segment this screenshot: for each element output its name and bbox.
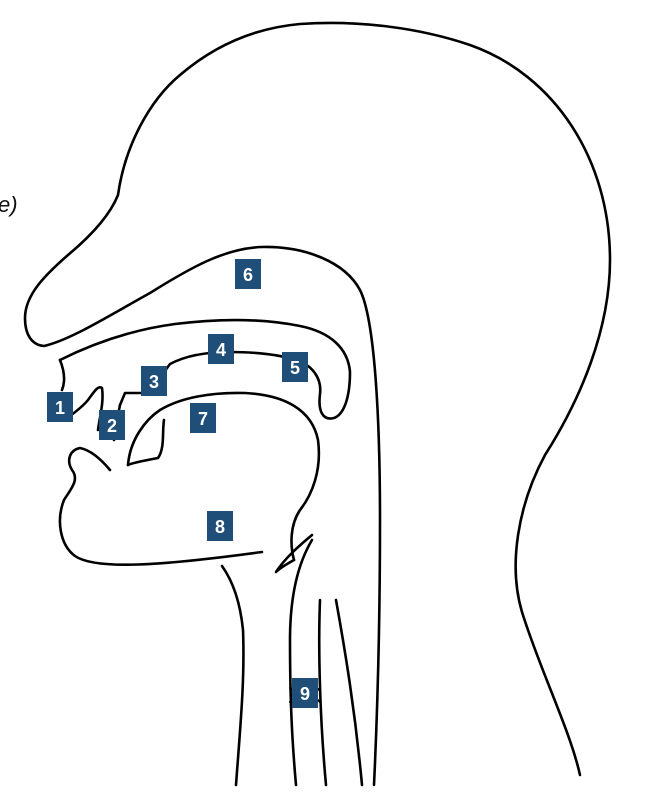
svg-text:3: 3 — [149, 372, 159, 392]
label-4: 4 — [208, 334, 234, 364]
svg-text:6: 6 — [243, 265, 253, 285]
label-6: 6 — [235, 259, 261, 289]
label-3: 3 — [141, 366, 167, 396]
svg-text:5: 5 — [290, 358, 300, 378]
label-8: 8 — [207, 511, 233, 541]
tongue — [126, 391, 321, 562]
upper-lip-edge — [58, 358, 66, 392]
svg-text:4: 4 — [216, 340, 226, 360]
esophagus-wall — [317, 598, 328, 787]
neck-front — [220, 564, 245, 787]
lower-lip-jaw — [58, 446, 264, 567]
label-2: 2 — [99, 410, 125, 440]
svg-text:8: 8 — [215, 517, 225, 537]
svg-text:2: 2 — [107, 416, 117, 436]
trachea-front — [288, 538, 314, 787]
label-1: 1 — [47, 392, 73, 422]
cropped-edge-text: e) — [0, 192, 18, 217]
tongue-tip — [126, 418, 166, 467]
svg-text:1: 1 — [55, 398, 65, 418]
label-5: 5 — [282, 352, 308, 382]
label-9: 9 — [292, 678, 318, 708]
svg-text:9: 9 — [300, 684, 310, 704]
esophagus-back — [334, 598, 364, 787]
epiglottis — [274, 533, 314, 574]
upper-teeth — [68, 386, 104, 432]
upper-lip-palate — [58, 318, 352, 420]
label-7: 7 — [190, 403, 216, 433]
svg-text:7: 7 — [198, 409, 208, 429]
head-outline — [23, 21, 612, 787]
